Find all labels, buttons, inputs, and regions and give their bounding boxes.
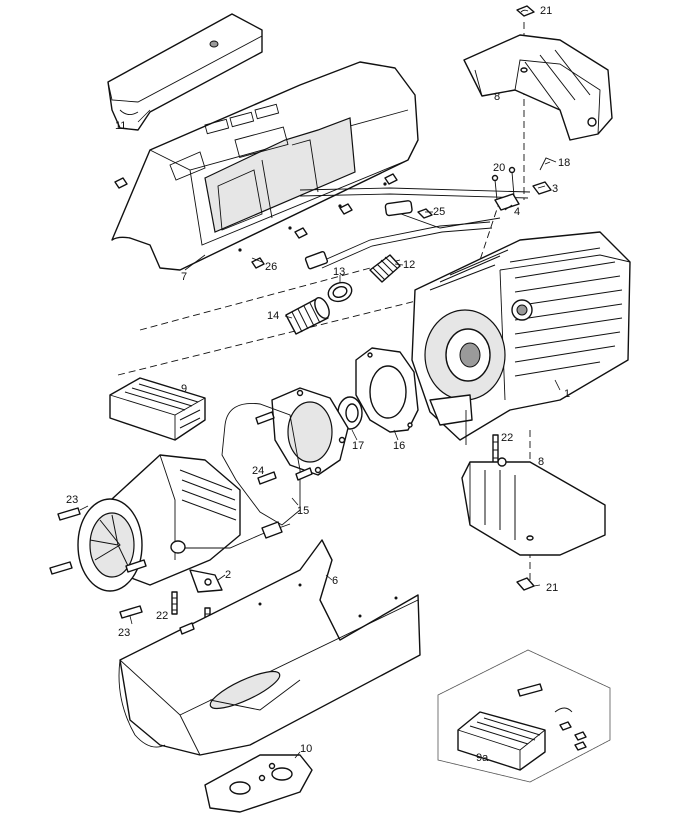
callout-22-right: 22 bbox=[501, 432, 513, 444]
leader-lines bbox=[79, 109, 561, 759]
part-14-burner-insert bbox=[285, 297, 330, 335]
part-11-rail bbox=[107, 13, 263, 131]
callout-20: 20 bbox=[493, 162, 505, 174]
part-21-clip-top bbox=[516, 5, 535, 17]
callout-25: 25 bbox=[433, 206, 445, 218]
callout-9: 9 bbox=[181, 383, 187, 395]
callout-16: 16 bbox=[393, 440, 405, 452]
part-12-glow-plug bbox=[369, 254, 401, 283]
callout-14: 14 bbox=[267, 310, 279, 322]
callout-23-lower: 23 bbox=[118, 627, 130, 639]
part-22-studs-right bbox=[492, 434, 499, 466]
glow-plug-wire bbox=[304, 221, 493, 270]
part-16-gasket bbox=[355, 347, 419, 433]
callout-13: 13 bbox=[333, 266, 345, 278]
callout-10: 10 bbox=[300, 743, 312, 755]
cover-screws bbox=[114, 173, 398, 269]
callout-8-bottom: 8 bbox=[538, 456, 544, 468]
part-8-lower-heat-shield bbox=[461, 457, 606, 556]
callout-labels: 21 8 11 20 18 3 4 25 7 26 13 12 14 9 1 1… bbox=[66, 5, 570, 764]
part-21-clip-bottom bbox=[516, 577, 535, 591]
callout-24: 24 bbox=[252, 465, 264, 477]
part-1-heat-exchanger bbox=[411, 231, 631, 445]
callout-22-lower: 22 bbox=[156, 610, 168, 622]
callout-11: 11 bbox=[115, 120, 126, 132]
sensor-harness bbox=[299, 157, 557, 229]
part-23-screws bbox=[49, 507, 147, 619]
part-24-screws bbox=[255, 411, 313, 485]
part-13-seal-ring bbox=[327, 281, 353, 303]
combustion-air-blower bbox=[77, 454, 291, 593]
part-9-control-unit bbox=[109, 377, 206, 441]
callout-21-top: 21 bbox=[540, 5, 552, 17]
callout-17: 17 bbox=[352, 440, 364, 452]
callout-21-bottom: 21 bbox=[546, 582, 558, 594]
callout-6: 6 bbox=[332, 575, 338, 587]
callout-12: 12 bbox=[403, 259, 415, 271]
part-15-combustion-air-flange bbox=[221, 387, 349, 526]
callout-23-left: 23 bbox=[66, 494, 78, 506]
part-9a-control-unit-kit bbox=[437, 649, 611, 783]
callout-2: 2 bbox=[225, 569, 231, 581]
part-7-upper-cover bbox=[111, 61, 419, 271]
callout-1: 1 bbox=[564, 388, 570, 400]
callout-18: 18 bbox=[558, 157, 570, 169]
callout-3: 3 bbox=[552, 183, 558, 195]
callout-7: 7 bbox=[181, 271, 187, 283]
part-10-base-gasket bbox=[204, 754, 313, 813]
callout-4: 4 bbox=[514, 206, 520, 218]
callout-15: 15 bbox=[297, 505, 309, 517]
callout-8-top: 8 bbox=[494, 91, 500, 103]
part-6-lower-shell bbox=[118, 539, 421, 756]
part-8-upper-heat-shield bbox=[463, 34, 613, 141]
callout-9a: 9a bbox=[476, 752, 489, 764]
callout-26: 26 bbox=[265, 261, 277, 273]
